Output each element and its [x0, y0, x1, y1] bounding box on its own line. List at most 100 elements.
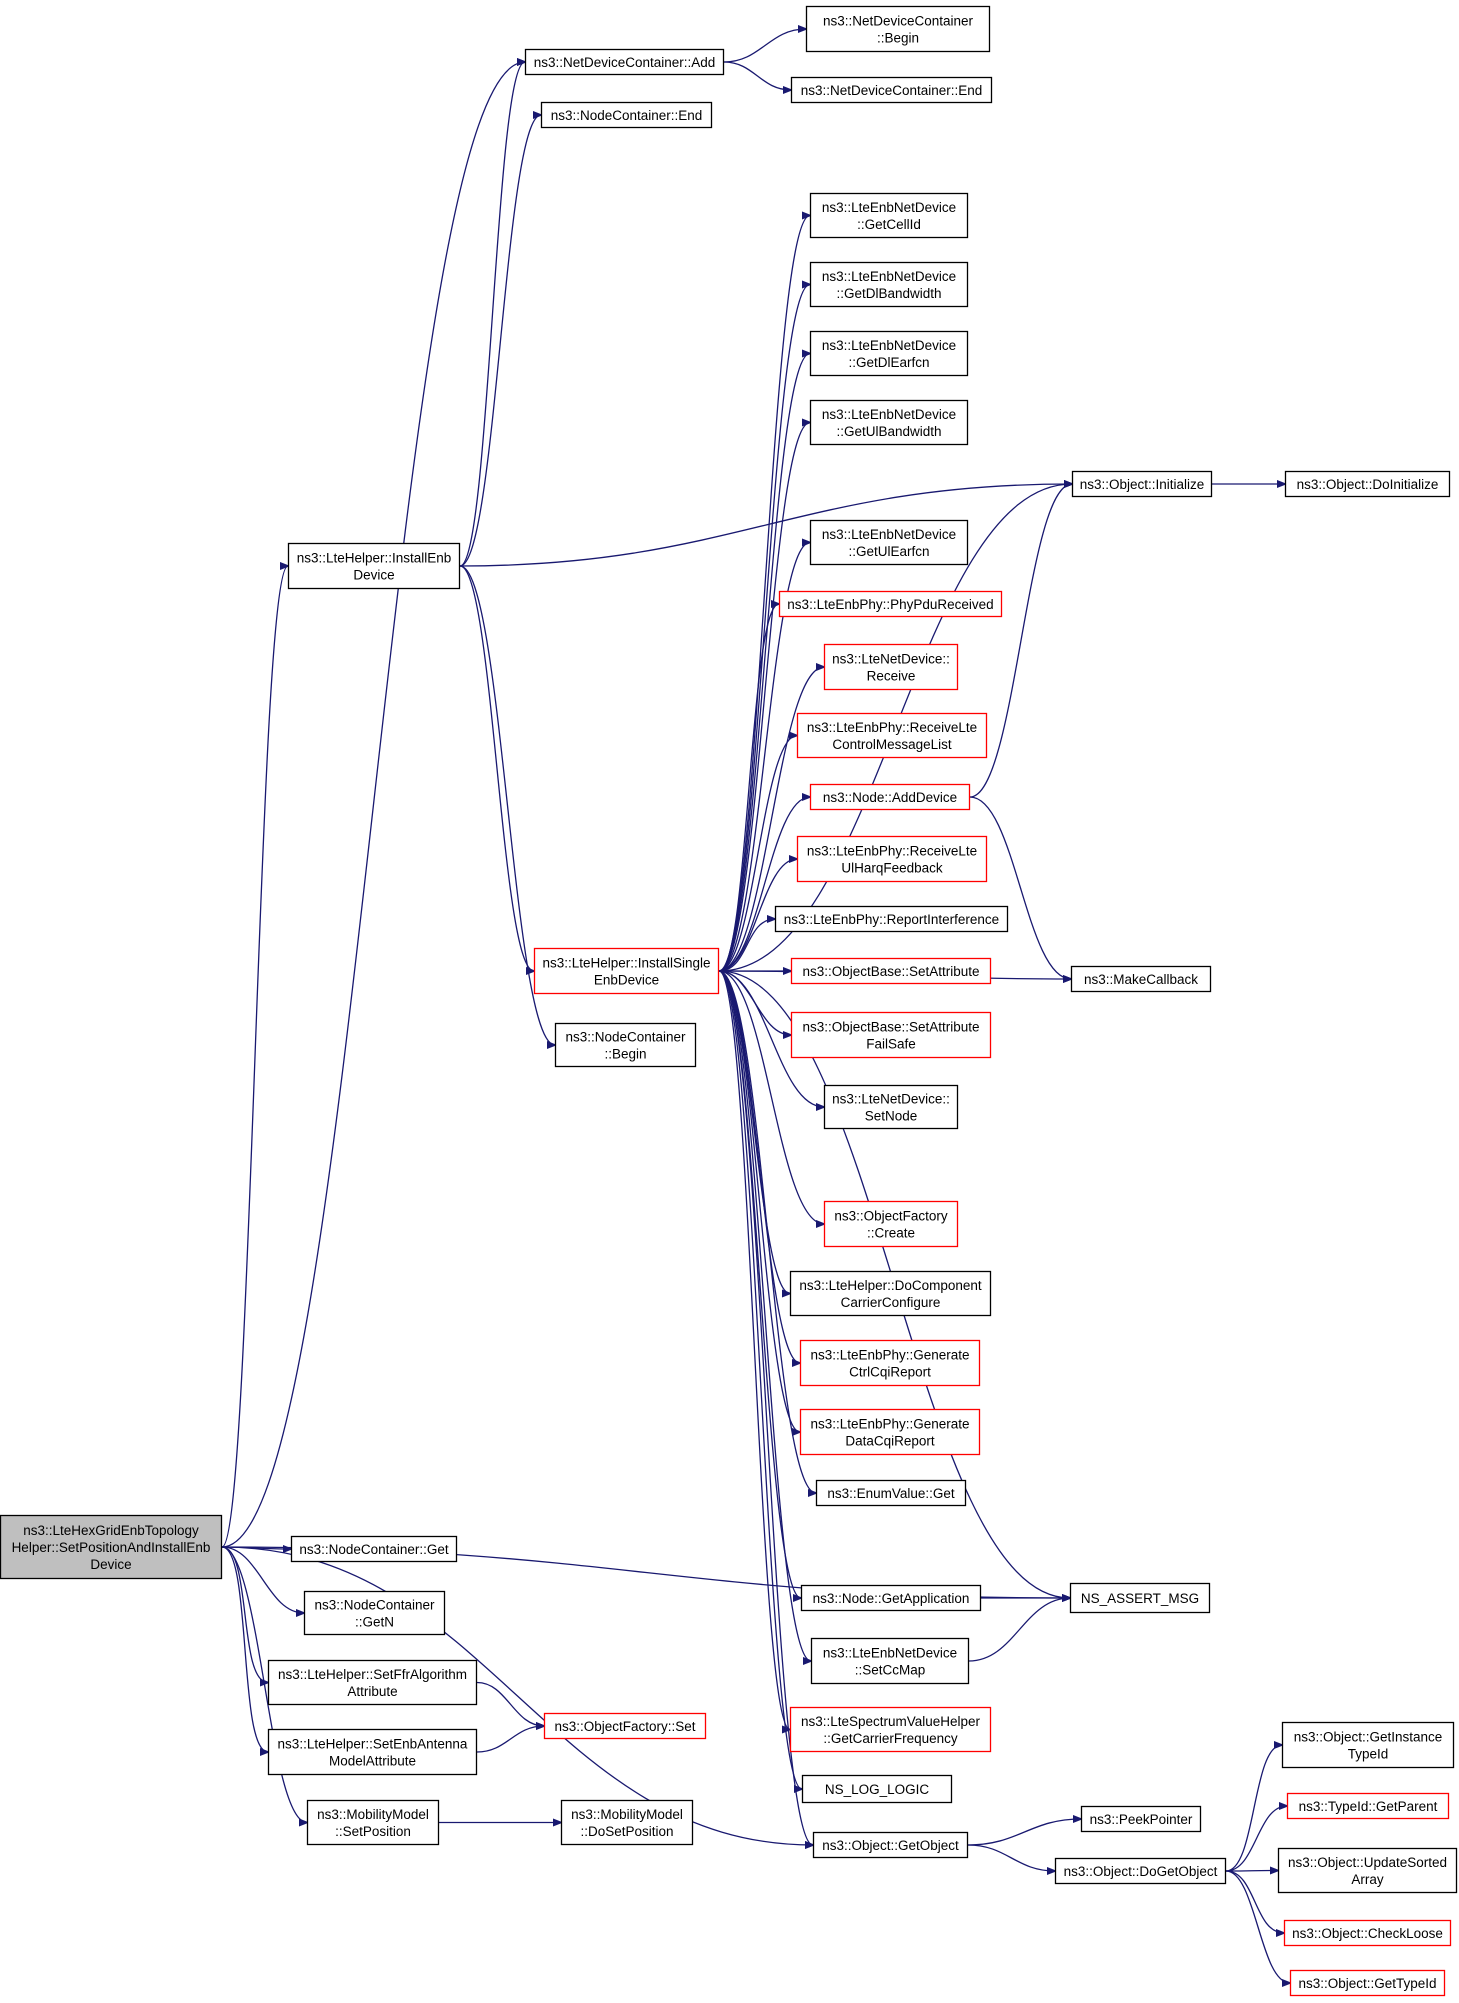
node-label-line: ns3::LteHelper::DoComponent [799, 1278, 982, 1293]
node-label-line: ns3::ObjectBase::SetAttribute [802, 1020, 979, 1035]
node-nc-getn[interactable]: ns3::NodeContainer::GetN [303, 1590, 446, 1636]
node-box [1277, 1847, 1458, 1894]
node-node-adddev[interactable]: ns3::Node::AddDevice [809, 783, 971, 811]
node-label-line: ns3::Object::GetInstance [1294, 1730, 1443, 1745]
edge-root-to-nc_get [221, 1547, 291, 1549]
node-box [1286, 1792, 1450, 1820]
node-of-create[interactable]: ns3::ObjectFactory::Create [823, 1200, 959, 1248]
node-label-line: EnbDevice [594, 973, 659, 988]
node-obj-doinit[interactable]: ns3::Object::DoInitialize [1284, 470, 1451, 498]
node-obj-dogetobj[interactable]: ns3::Object::DoGetObject [1054, 1857, 1227, 1885]
node-label-line: ns3::LteEnbNetDevice [822, 527, 956, 542]
node-setenbant[interactable]: ns3::LteHelper::SetEnbAntennaModelAttrib… [267, 1728, 478, 1776]
node-label-line: ns3::NetDeviceContainer [823, 14, 974, 29]
node-getcarrier[interactable]: ns3::LteSpectrumValueHelper::GetCarrierF… [789, 1706, 992, 1753]
node-box [303, 1590, 446, 1636]
edge-ndc_add-to-ndc_end [723, 61, 791, 90]
node-getdlearfcn[interactable]: ns3::LteEnbNetDevice::GetDlEarfcn [809, 330, 969, 377]
edge-root-to-ndc_add [221, 62, 525, 1548]
node-box [306, 1799, 440, 1846]
node-label-line: ns3::ObjectFactory::Set [554, 1719, 695, 1734]
node-setccmap[interactable]: ns3::LteEnbNetDevice::SetCcMap [810, 1637, 970, 1685]
node-root[interactable]: ns3::LteHexGridEnbTopologyHelper::SetPos… [0, 1514, 223, 1580]
node-ltend-receive[interactable]: ns3::LteNetDevice::Receive [823, 643, 959, 691]
node-getdlbw[interactable]: ns3::LteEnbNetDevice::GetDlBandwidth [809, 261, 969, 308]
node-getulbw[interactable]: ns3::LteEnbNetDevice::GetUlBandwidth [809, 399, 969, 446]
node-label-line: ns3::MobilityModel [317, 1807, 429, 1822]
node-obj-getobj[interactable]: ns3::Object::GetObject [812, 1831, 969, 1859]
node-label-line: ns3::LteEnbNetDevice [823, 1646, 957, 1661]
edge-root-to-installenb [221, 566, 288, 1548]
node-makecb[interactable]: ns3::MakeCallback [1070, 965, 1212, 993]
node-label-line: Helper::SetPositionAndInstallEnb [12, 1540, 211, 1555]
node-box [823, 1200, 959, 1248]
node-label-line: ns3::NodeContainer::Get [299, 1542, 449, 1557]
node-label-line: ns3::LteHexGridEnbTopology [23, 1523, 199, 1538]
node-label-line: ns3::LteEnbNetDevice [822, 269, 956, 284]
node-checkloose[interactable]: ns3::Object::CheckLoose [1283, 1919, 1452, 1947]
node-getulearfcn[interactable]: ns3::LteEnbNetDevice::GetUlEarfcn [809, 519, 969, 566]
node-label-line: UlHarqFeedback [841, 861, 943, 876]
node-label-line: ModelAttribute [329, 1754, 416, 1769]
node-gettypeid[interactable]: ns3::Object::GetTypeId [1289, 1969, 1446, 1997]
node-nc-get[interactable]: ns3::NodeContainer::Get [290, 1535, 458, 1563]
node-box [809, 261, 969, 308]
node-rcvctrl[interactable]: ns3::LteEnbPhy::ReceiveLteControlMessage… [796, 712, 988, 759]
node-ndc-end[interactable]: ns3::NetDeviceContainer::End [790, 76, 993, 104]
edge-installsingle-to-getulearfcn [718, 543, 810, 972]
node-label-line: ns3::LteHelper::SetFfrAlgorithm [278, 1667, 467, 1682]
node-box [267, 1659, 478, 1706]
node-label-line: ::GetUlEarfcn [848, 544, 929, 559]
node-mm-dosetpos[interactable]: ns3::MobilityModel::DoSetPosition [560, 1799, 694, 1846]
node-phypdu[interactable]: ns3::LteEnbPhy::PhyPduReceived [778, 590, 1003, 618]
node-box [533, 947, 720, 995]
node-label-line: ::Begin [604, 1047, 646, 1062]
edge-setccmap-to-assert [968, 1598, 1070, 1662]
node-label-line: ns3::NodeContainer [314, 1598, 435, 1613]
node-ndc-add[interactable]: ns3::NetDeviceContainer::Add [524, 48, 725, 76]
node-enumget[interactable]: ns3::EnumValue::Get [815, 1479, 967, 1507]
node-nc-begin[interactable]: ns3::NodeContainer::Begin [554, 1022, 697, 1068]
node-mm-setpos[interactable]: ns3::MobilityModel::SetPosition [306, 1799, 440, 1846]
node-label-line: ns3::LteEnbPhy::Generate [810, 1348, 969, 1363]
edge-installsingle-to-getdlbw [718, 285, 810, 972]
node-typeid-parent[interactable]: ns3::TypeId::GetParent [1286, 1792, 1450, 1820]
node-label-line: TypeId [1348, 1747, 1389, 1762]
node-assert[interactable]: NS_ASSERT_MSG [1069, 1582, 1211, 1614]
node-docc[interactable]: ns3::LteHelper::DoComponentCarrierConfig… [789, 1270, 992, 1317]
node-obj-init[interactable]: ns3::Object::Initialize [1071, 470, 1213, 498]
node-box [799, 1408, 981, 1456]
node-label-line: ns3::LteEnbPhy::ReceiveLte [807, 844, 977, 859]
edge-root-to-obj_getobj [221, 1546, 813, 1845]
node-box [560, 1799, 694, 1846]
node-reportint[interactable]: ns3::LteEnbPhy::ReportInterference [774, 905, 1009, 933]
node-getcellid[interactable]: ns3::LteEnbNetDevice::GetCellId [809, 192, 969, 239]
node-ndc-begin[interactable]: ns3::NetDeviceContainer::Begin [805, 5, 991, 53]
node-setattr[interactable]: ns3::ObjectBase::SetAttribute [790, 957, 992, 985]
node-of-set[interactable]: ns3::ObjectFactory::Set [543, 1712, 707, 1740]
node-nc-end[interactable]: ns3::NodeContainer::End [540, 101, 713, 129]
node-label-line: ns3::LteHelper::SetEnbAntenna [278, 1737, 468, 1752]
node-box [810, 1637, 970, 1685]
edge-installenb-to-obj_init [459, 484, 1072, 567]
node-nslog[interactable]: NS_LOG_LOGIC [801, 1774, 953, 1804]
node-label-line: ns3::LteHelper::InstallEnb [297, 551, 452, 566]
node-node-getapp[interactable]: ns3::Node::GetApplication [800, 1584, 982, 1612]
node-label-line: ControlMessageList [832, 737, 952, 752]
edge-installsingle-to-node_adddev [718, 797, 810, 972]
node-box [287, 542, 461, 590]
node-label-line: SetNode [865, 1109, 918, 1124]
node-ltend-setnode[interactable]: ns3::LteNetDevice::SetNode [823, 1084, 959, 1130]
node-peekptr[interactable]: ns3::PeekPointer [1080, 1805, 1202, 1833]
node-label-line: Attribute [347, 1684, 397, 1699]
